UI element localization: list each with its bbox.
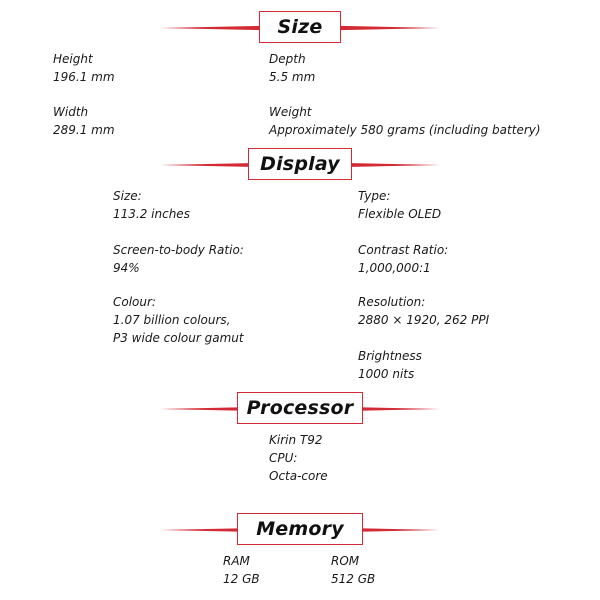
ram-value: 12 GB bbox=[223, 572, 260, 586]
memory-section-header: Memory bbox=[160, 513, 440, 549]
weight-value: Approximately 580 grams (including batte… bbox=[269, 123, 541, 137]
memory-title: Memory bbox=[237, 513, 363, 545]
weight-label: Weight bbox=[269, 105, 312, 119]
size-depth: Depth 5.5 mm bbox=[269, 50, 315, 86]
height-label: Height bbox=[53, 52, 93, 66]
size-height: Height 196.1 mm bbox=[53, 50, 115, 86]
display-type: Type: Flexible OLED bbox=[358, 187, 441, 223]
height-value: 196.1 mm bbox=[53, 70, 115, 84]
display-brightness: Brightness 1000 nits bbox=[358, 347, 422, 383]
display-colour: Colour: 1.07 billion colours, P3 wide co… bbox=[113, 293, 244, 347]
resolution-value: 2880 × 1920, 262 PPI bbox=[358, 313, 490, 327]
colour-value-line-2: P3 wide colour gamut bbox=[113, 331, 244, 345]
contrast-label: Contrast Ratio: bbox=[358, 243, 449, 257]
colour-value-line-1: 1.07 billion colours, bbox=[113, 313, 231, 327]
processor-title: Processor bbox=[237, 392, 363, 424]
display-section-header: Display bbox=[160, 148, 440, 184]
depth-label: Depth bbox=[269, 52, 306, 66]
brightness-value: 1000 nits bbox=[358, 367, 415, 381]
display-type-label: Type: bbox=[358, 189, 391, 203]
display-ratio: Screen-to-body Ratio: 94% bbox=[113, 241, 244, 277]
processor-details: Kirin T92 CPU: Octa-core bbox=[269, 431, 328, 485]
size-title: Size bbox=[259, 11, 341, 43]
depth-value: 5.5 mm bbox=[269, 70, 316, 84]
display-title: Display bbox=[248, 148, 352, 180]
ram-label: RAM bbox=[223, 554, 250, 568]
resolution-label: Resolution: bbox=[358, 295, 426, 309]
brightness-label: Brightness bbox=[358, 349, 422, 363]
display-size-label: Size: bbox=[113, 189, 142, 203]
ratio-value: 94% bbox=[113, 261, 140, 275]
memory-rom: ROM 512 GB bbox=[331, 552, 375, 588]
size-width: Width 289.1 mm bbox=[53, 103, 115, 139]
rom-value: 512 GB bbox=[331, 572, 376, 586]
size-section-header: Size bbox=[160, 11, 440, 47]
cpu-value: Octa-core bbox=[269, 469, 328, 483]
chip-name: Kirin T92 bbox=[269, 433, 323, 447]
processor-section-header: Processor bbox=[160, 392, 440, 428]
colour-label: Colour: bbox=[113, 295, 156, 309]
contrast-value: 1,000,000:1 bbox=[358, 261, 431, 275]
size-weight: Weight Approximately 580 grams (includin… bbox=[269, 103, 541, 139]
cpu-label: CPU: bbox=[269, 451, 298, 465]
memory-ram: RAM 12 GB bbox=[223, 552, 260, 588]
display-resolution: Resolution: 2880 × 1920, 262 PPI bbox=[358, 293, 489, 329]
display-size: Size: 113.2 inches bbox=[113, 187, 190, 223]
rom-label: ROM bbox=[331, 554, 360, 568]
width-value: 289.1 mm bbox=[53, 123, 115, 137]
display-contrast: Contrast Ratio: 1,000,000:1 bbox=[358, 241, 448, 277]
width-label: Width bbox=[53, 105, 89, 119]
display-type-value: Flexible OLED bbox=[358, 207, 442, 221]
display-size-value: 113.2 inches bbox=[113, 207, 190, 221]
ratio-label: Screen-to-body Ratio: bbox=[113, 243, 244, 257]
